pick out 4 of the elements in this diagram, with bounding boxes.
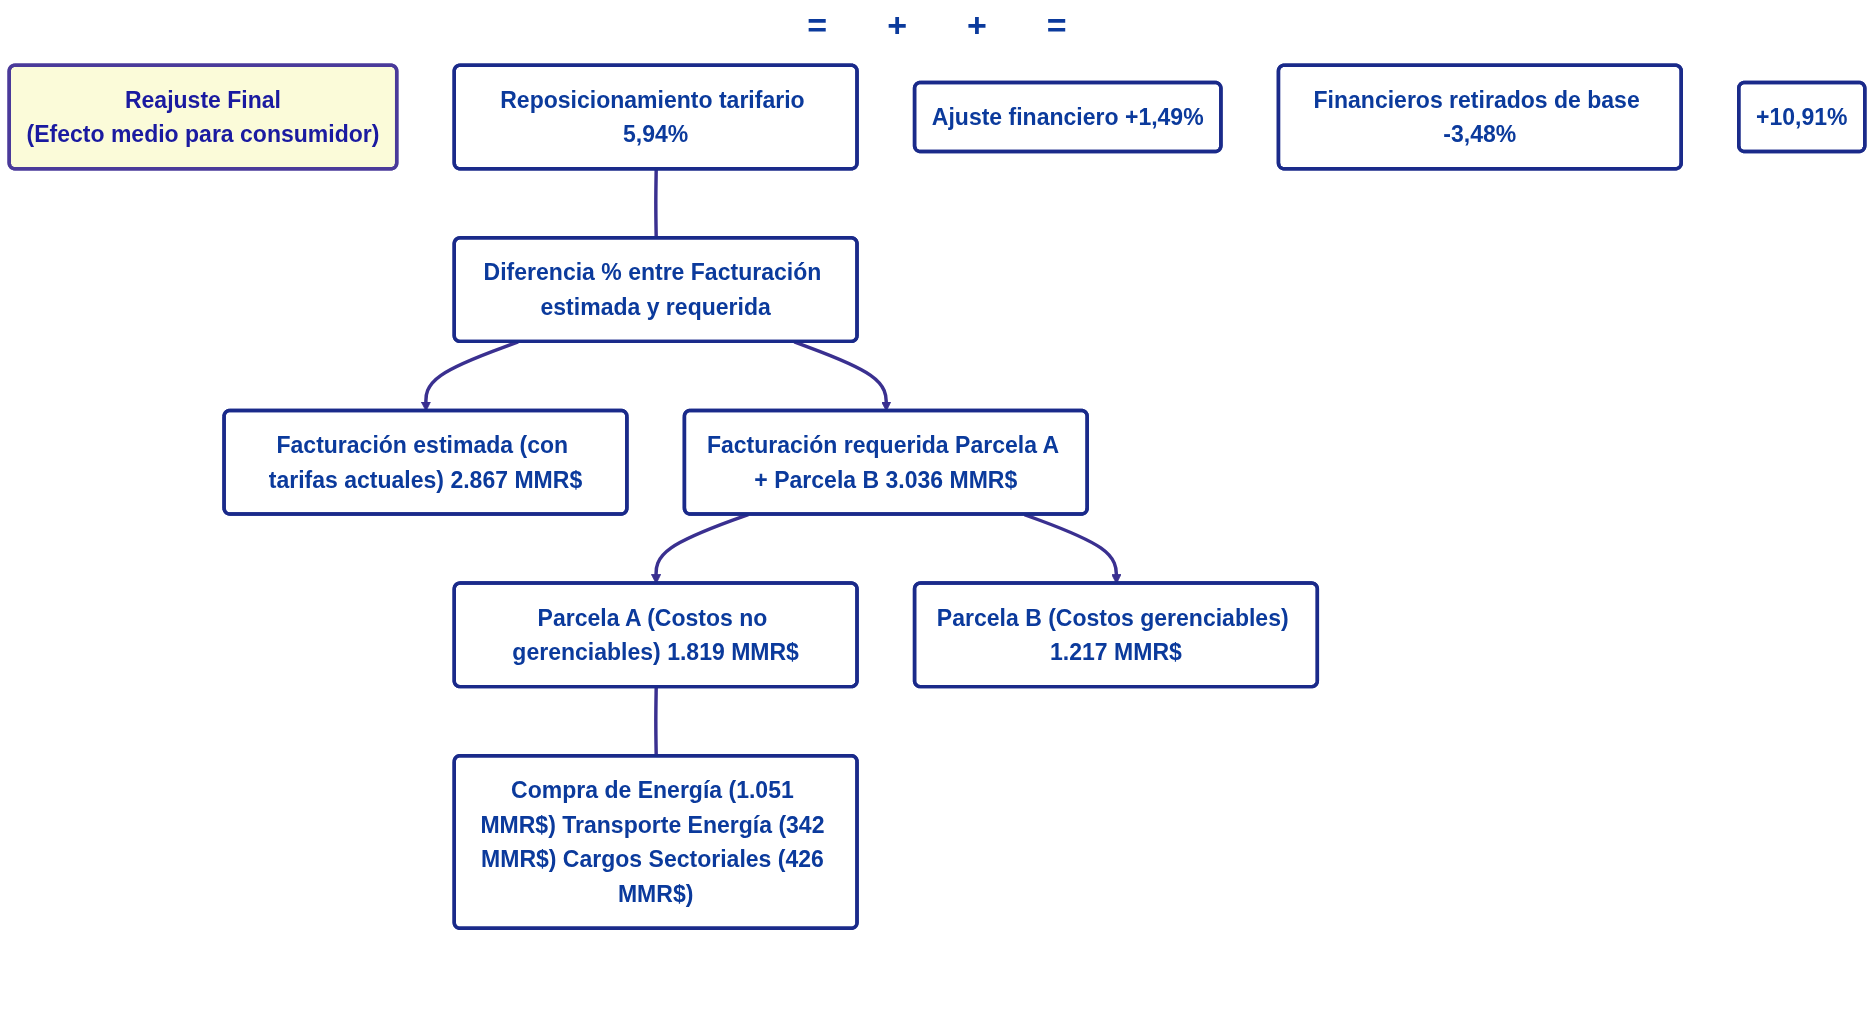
operator-symbol: +: [967, 6, 987, 46]
operator-symbol: =: [1046, 6, 1067, 46]
operator-symbol: +: [887, 6, 907, 46]
operator-symbol: =: [807, 6, 828, 46]
